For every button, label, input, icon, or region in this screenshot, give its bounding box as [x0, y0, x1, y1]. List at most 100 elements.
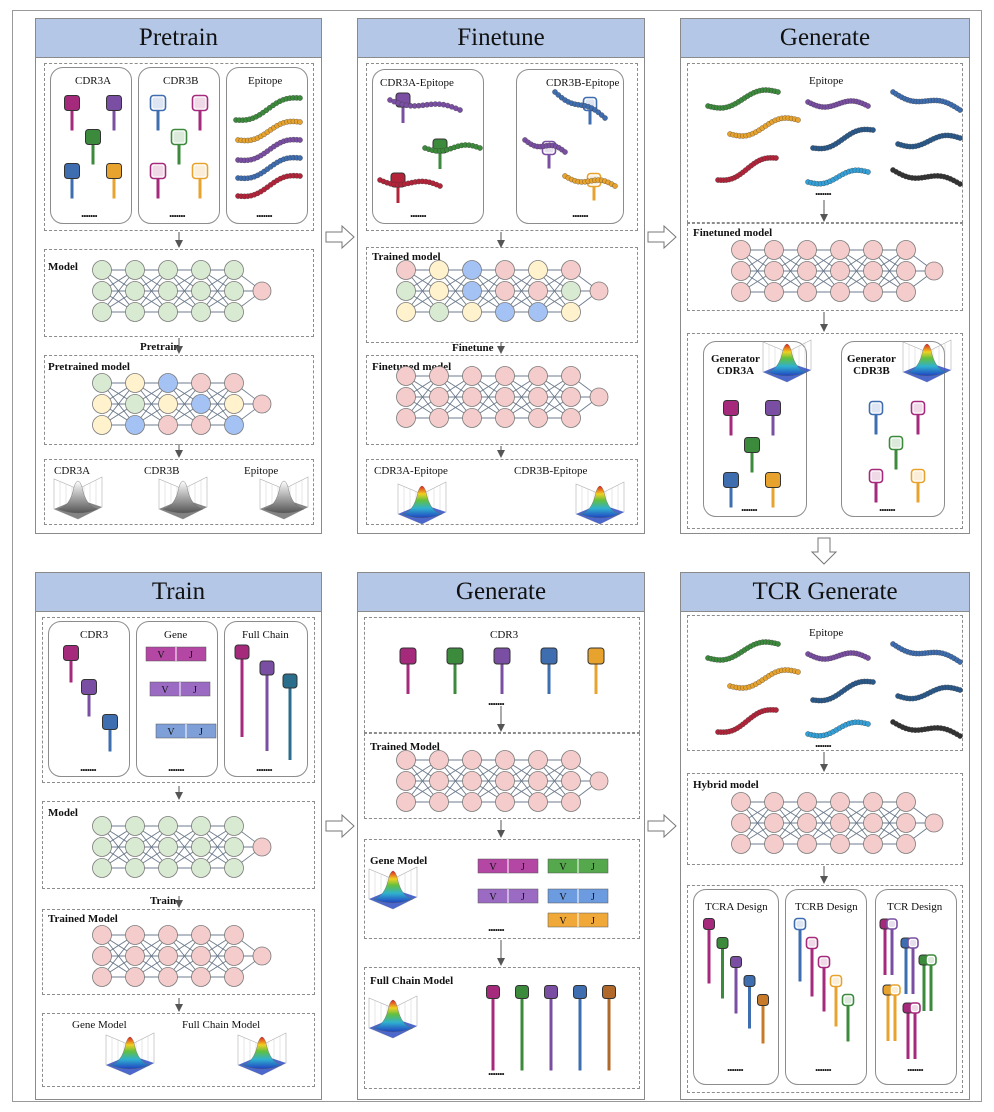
network-node — [562, 772, 581, 791]
cdr3-pin — [151, 96, 166, 131]
network-node — [765, 241, 784, 260]
network-node — [93, 926, 112, 945]
pin-head — [82, 680, 97, 695]
plot-peak — [373, 1000, 413, 1032]
pin-head-fill — [797, 921, 804, 928]
cdr3-pin — [516, 986, 529, 1071]
network-node — [430, 751, 449, 770]
network-node — [864, 241, 883, 260]
gene-j-label: J — [193, 685, 197, 696]
cdr3-pin — [86, 130, 101, 165]
network-node — [225, 395, 244, 414]
neural-network — [93, 374, 272, 435]
cdr3-pin — [795, 919, 806, 982]
distribution-plot — [54, 477, 102, 519]
distribution-plot — [106, 1033, 154, 1075]
gene-j-label: J — [199, 727, 203, 738]
network-node — [732, 262, 751, 281]
cdr3-pin — [912, 470, 925, 503]
plot-peak — [163, 481, 203, 513]
network-node — [765, 835, 784, 854]
cdr3-pin — [65, 164, 80, 199]
neural-network — [93, 926, 272, 987]
network-node — [864, 793, 883, 812]
network-node — [192, 817, 211, 836]
network-node — [225, 282, 244, 301]
network-node — [562, 303, 581, 322]
network-node — [831, 262, 850, 281]
cdr3-pin — [65, 96, 80, 131]
network-node — [159, 374, 178, 393]
network-node — [897, 241, 916, 260]
network-node — [430, 772, 449, 791]
network-node — [463, 303, 482, 322]
network-node — [463, 409, 482, 428]
epitope-bead — [957, 181, 962, 186]
network-node — [192, 838, 211, 857]
network-node — [192, 303, 211, 322]
neural-network — [732, 241, 944, 302]
network-node — [397, 282, 416, 301]
neural-network — [397, 751, 609, 812]
plot-peak — [907, 344, 947, 376]
cdr3-pin — [890, 985, 900, 1041]
network-node — [397, 303, 416, 322]
network-node — [765, 283, 784, 302]
network-node — [397, 388, 416, 407]
network-node — [225, 859, 244, 878]
pin-head — [717, 938, 728, 949]
plot-peak — [373, 871, 413, 903]
network-node — [159, 395, 178, 414]
pin-head — [704, 919, 715, 930]
epitope-strand — [705, 87, 780, 110]
network-node — [831, 814, 850, 833]
epitope-bead — [775, 89, 780, 94]
gene-segment: VJ — [478, 859, 538, 873]
cdr3-pin — [193, 164, 208, 199]
pin-head — [541, 648, 557, 664]
epitope-strand — [810, 127, 875, 151]
network-node — [562, 388, 581, 407]
network-node — [732, 814, 751, 833]
cdr3-pin — [887, 919, 897, 975]
epitope-bead — [297, 173, 302, 178]
pin-head-fill — [821, 959, 828, 966]
pin-head-fill — [914, 404, 923, 413]
epitope-bead — [773, 707, 778, 712]
network-node — [93, 282, 112, 301]
network-node — [463, 388, 482, 407]
cdr3-pin — [172, 130, 187, 165]
cdr3-pin — [193, 96, 208, 131]
pin-head — [107, 96, 122, 111]
network-node — [496, 282, 515, 301]
epitope-bead — [297, 137, 302, 142]
network-output-node — [590, 282, 608, 300]
epitope-strand — [727, 667, 800, 690]
epitope-bead — [775, 641, 780, 646]
pin-head — [545, 986, 558, 999]
epitope-strand — [810, 679, 875, 703]
cdr3-pins — [64, 93, 937, 1071]
pin-head-fill — [195, 166, 206, 177]
pin-head — [235, 645, 249, 659]
epitope-bead — [437, 183, 442, 188]
network-node — [798, 241, 817, 260]
network-node — [732, 241, 751, 260]
epitope-strand — [890, 89, 962, 112]
pin-head-fill — [833, 978, 840, 985]
cdr3-pin — [910, 1003, 920, 1059]
network-node — [463, 751, 482, 770]
gene-j-label: J — [521, 892, 525, 903]
epitope-strand — [422, 142, 482, 153]
neural-network — [397, 367, 609, 428]
epitope-strand — [727, 115, 800, 138]
cdr3-pin — [766, 473, 781, 508]
network-node — [397, 772, 416, 791]
gene-segment: VJ — [548, 859, 608, 873]
cdr3-pin — [724, 401, 739, 436]
network-node — [765, 814, 784, 833]
cdr3-pin — [758, 995, 769, 1044]
network-node — [126, 817, 145, 836]
network-node — [126, 416, 145, 435]
cdr3-pin — [283, 674, 297, 760]
